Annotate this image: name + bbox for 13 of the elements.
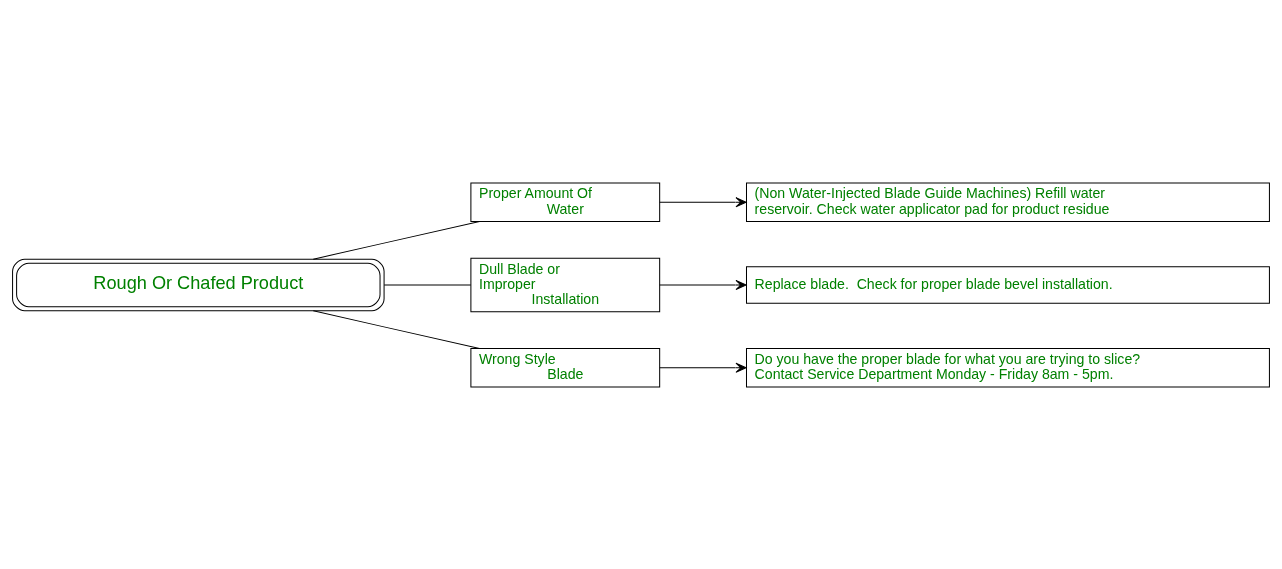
arrow [659,196,747,207]
node-box: Dull Blade or Improper Installation [470,257,661,312]
arrow [659,279,747,290]
arrow [659,362,747,373]
node-box: Replace blade. Check for proper blade bevel installation. [746,265,1270,304]
node-box: Rough Or Chafed Product [12,258,385,311]
connector [312,220,481,260]
node-box: Do you have the proper blade for what you are trying to slice? Contact Service Department Monday - Friday 8am - 5pm. [746,347,1270,387]
connector [312,309,481,349]
connector [383,284,472,285]
node-box: Proper Amount Of Water [470,182,661,222]
node-box: Wrong Style Blade [470,347,661,387]
node-box: (Non Water-Injected Blade Guide Machines) Refill water reservoir. Check water applicator pad for product residue [746,182,1270,222]
